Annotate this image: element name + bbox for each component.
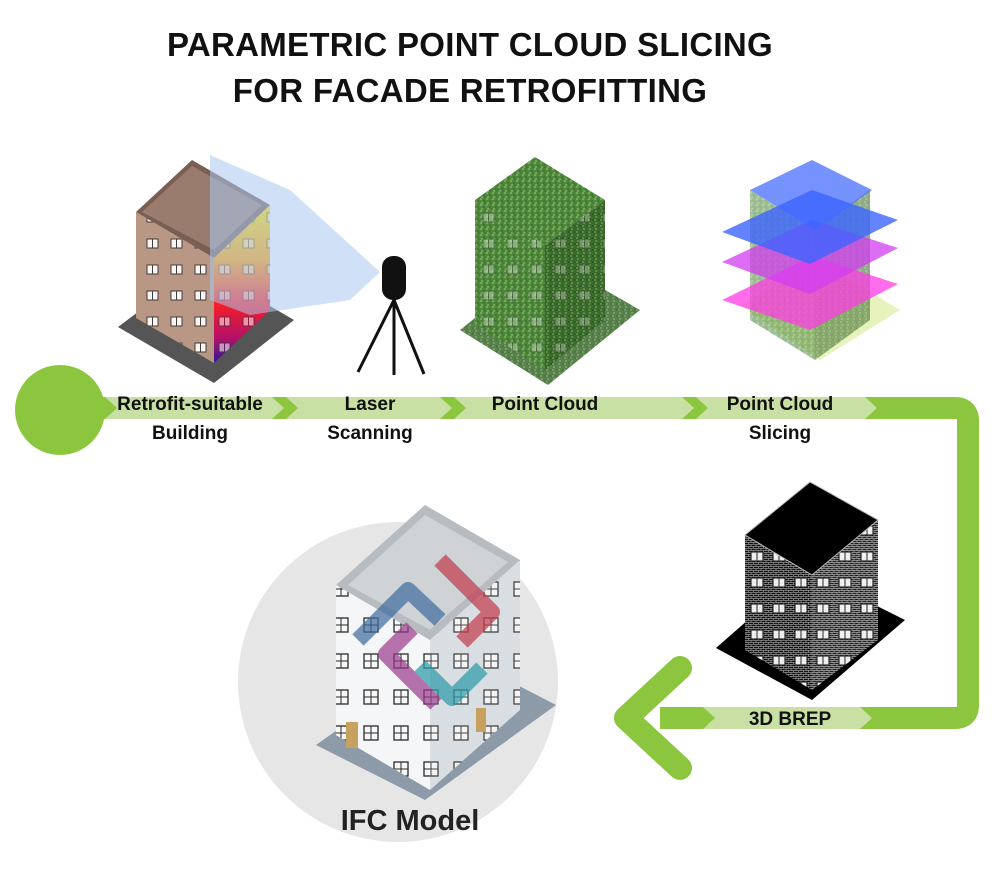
start-node [15,365,105,455]
step-point-cloud-label: Point Cloud [491,394,599,415]
building-thermal-icon [118,155,380,383]
diagram-title: PARAMETRIC POINT CLOUD SLICING FOR FACAD… [140,22,800,114]
step-retrofit-building-label: Retrofit-suitable Building [117,394,263,444]
laser-scanner-icon [356,256,426,375]
title-line-1: PARAMETRIC POINT CLOUD SLICING [166,26,774,63]
sliced-point-cloud-icon [722,160,900,360]
step-3d-brep-label: 3D BREP [748,709,832,730]
step-laser-scanning-label: Laser Scanning [327,394,413,444]
title-line-2: FOR FACADE RETROFITTING [232,72,708,109]
step-point-cloud-slicing-label: Point Cloud Slicing [726,394,834,444]
ifc-model-label: IFC Model [340,805,480,837]
flow-path [15,365,979,780]
flow-chevrons [105,397,877,729]
ifc-logo-icon [352,554,500,710]
point-cloud-building-icon [460,157,640,385]
brep-building-icon [716,481,905,700]
end-arrowhead [614,656,692,780]
